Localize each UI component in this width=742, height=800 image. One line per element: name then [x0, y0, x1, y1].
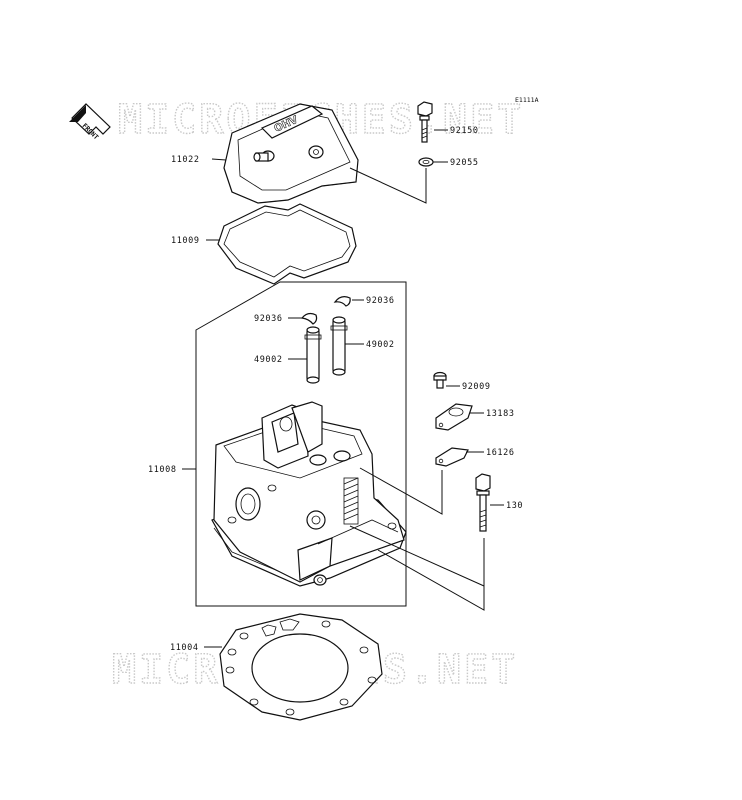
front-arrow-icon: FRONT [69, 103, 111, 141]
callout-92036-right: 92036 [366, 296, 395, 306]
cover-plate-part [435, 403, 473, 431]
head-gasket-part [219, 613, 383, 721]
cylinder-head-cover-part: OHV [223, 103, 359, 204]
callout-11008: 11008 [148, 465, 177, 475]
callout-130: 130 [506, 501, 523, 511]
callout-16126: 16126 [486, 448, 515, 458]
callout-49002-left: 49002 [254, 355, 283, 365]
callout-11022: 11022 [171, 155, 200, 165]
keeper-right-part [333, 296, 351, 307]
gasket-pad-part [435, 447, 469, 467]
head-bolt-part [475, 473, 491, 532]
callout-92009: 92009 [462, 382, 491, 392]
callout-92036-left: 92036 [254, 314, 283, 324]
callout-11004: 11004 [170, 643, 199, 653]
callout-11009: 11009 [171, 236, 200, 246]
valve-guide-right-part [330, 316, 348, 376]
valve-guide-left-part [304, 326, 322, 384]
cylinder-head-part [211, 401, 407, 587]
sealing-washer-part [418, 157, 434, 167]
callout-92150: 92150 [450, 126, 479, 136]
callout-13183: 13183 [486, 409, 515, 419]
callout-92055: 92055 [450, 158, 479, 168]
assembly-boundary [195, 281, 407, 607]
keeper-left-part [300, 312, 318, 325]
diagram-code: E1111A [515, 96, 539, 104]
cover-bolt-part [417, 101, 433, 143]
plug-bolt-part [433, 371, 447, 389]
callout-49002-right: 49002 [366, 340, 395, 350]
cover-gasket-part [217, 203, 357, 285]
